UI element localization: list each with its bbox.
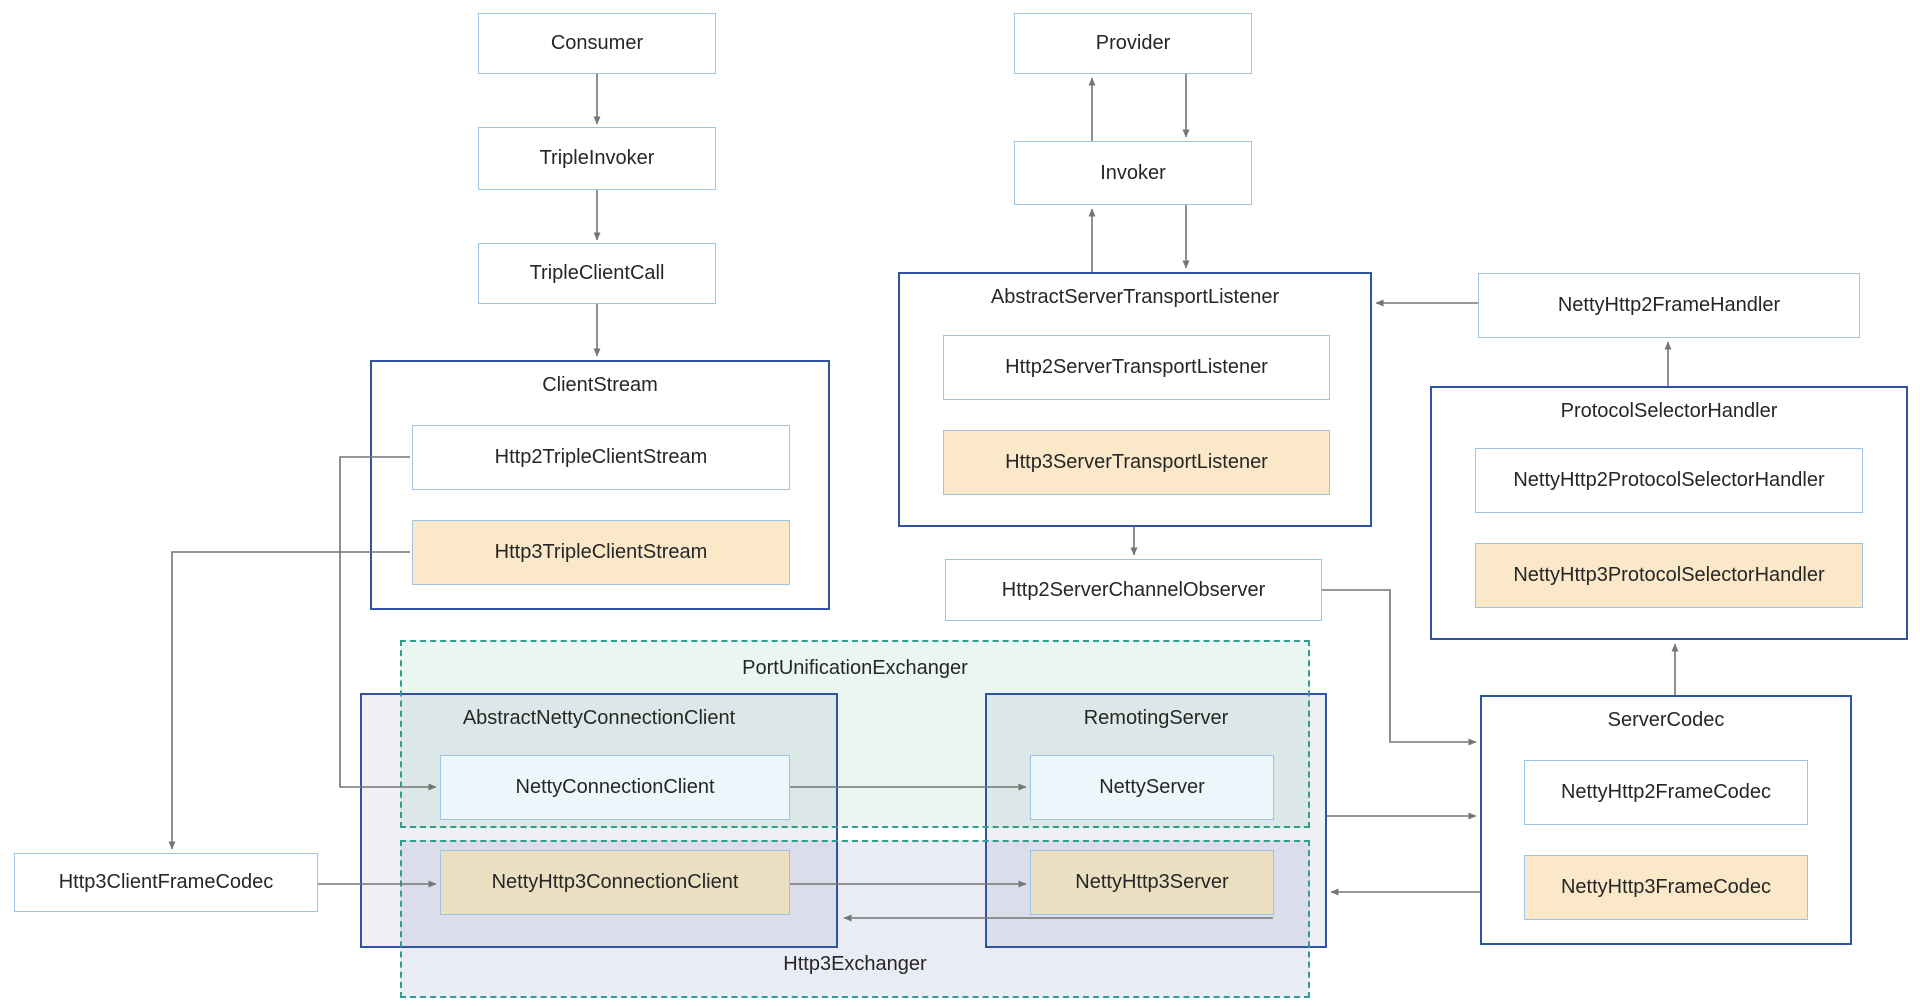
node-http3-server-transport-listener: Http3ServerTransportListener bbox=[943, 430, 1330, 495]
node-http2-server-transport-listener: Http2ServerTransportListener bbox=[943, 335, 1330, 400]
node-http2-triple-client-stream: Http2TripleClientStream bbox=[412, 425, 790, 490]
http3-exchanger-group: Http3Exchanger bbox=[400, 840, 1310, 998]
node-netty-http2-protocol-selector-handler: NettyHttp2ProtocolSelectorHandler bbox=[1475, 448, 1863, 513]
node-netty-http3-connection-client: NettyHttp3ConnectionClient bbox=[440, 850, 790, 915]
node-netty-http3-protocol-selector-handler: NettyHttp3ProtocolSelectorHandler bbox=[1475, 543, 1863, 608]
node-invoker: Invoker bbox=[1014, 141, 1252, 205]
abstract-server-transport-listener-title: AbstractServerTransportListener bbox=[990, 286, 1280, 308]
client-stream-title: ClientStream bbox=[542, 374, 658, 396]
node-netty-http2-frame-codec: NettyHttp2FrameCodec bbox=[1524, 760, 1808, 825]
port-unification-exchanger-label: PortUnificationExchanger bbox=[742, 657, 968, 679]
node-netty-http2-frame-handler: NettyHttp2FrameHandler bbox=[1478, 273, 1860, 338]
node-netty-http3-server: NettyHttp3Server bbox=[1030, 850, 1274, 915]
node-http2-server-channel-observer: Http2ServerChannelObserver bbox=[945, 559, 1322, 621]
node-triple-invoker: TripleInvoker bbox=[478, 127, 716, 190]
node-http3-client-frame-codec: Http3ClientFrameCodec bbox=[14, 853, 318, 912]
node-netty-server: NettyServer bbox=[1030, 755, 1274, 820]
node-provider: Provider bbox=[1014, 13, 1252, 74]
protocol-selector-handler-title: ProtocolSelectorHandler bbox=[1560, 400, 1778, 422]
node-http3-triple-client-stream: Http3TripleClientStream bbox=[412, 520, 790, 585]
remoting-server-title: RemotingServer bbox=[1083, 707, 1229, 729]
node-netty-http3-frame-codec: NettyHttp3FrameCodec bbox=[1524, 855, 1808, 920]
node-consumer: Consumer bbox=[478, 13, 716, 74]
abstract-netty-connection-client-title: AbstractNettyConnectionClient bbox=[462, 707, 736, 729]
node-netty-connection-client: NettyConnectionClient bbox=[440, 755, 790, 820]
server-codec-title: ServerCodec bbox=[1607, 709, 1725, 731]
http3-exchanger-label: Http3Exchanger bbox=[783, 953, 927, 975]
node-triple-client-call: TripleClientCall bbox=[478, 243, 716, 304]
